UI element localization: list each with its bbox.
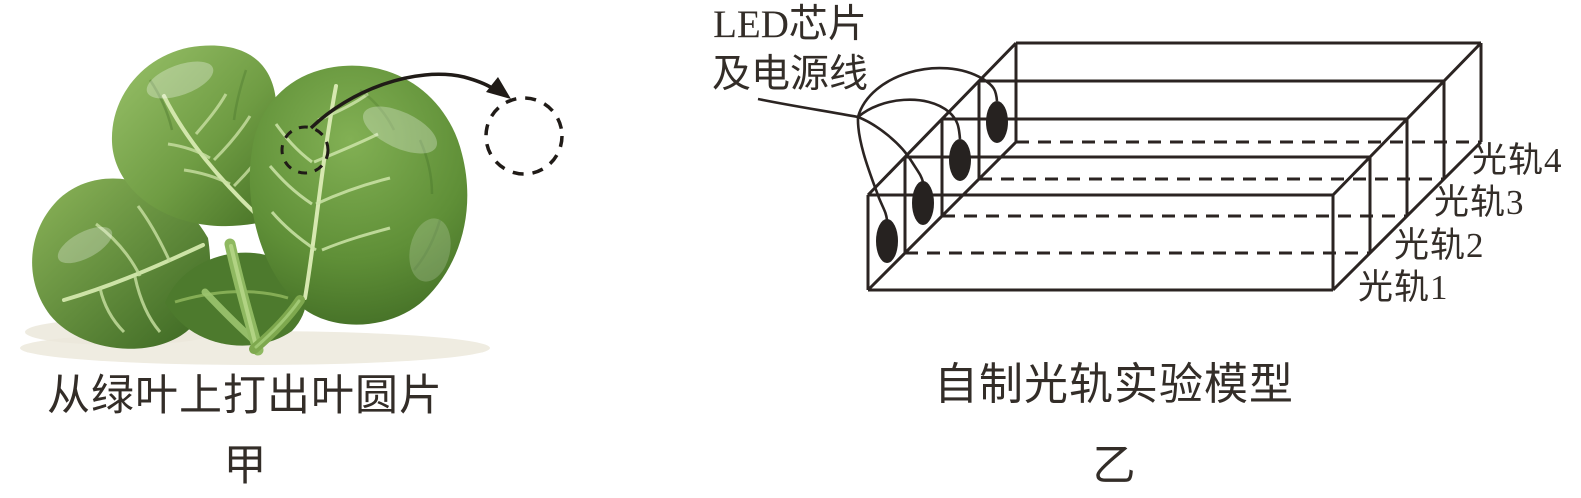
led-chip-label-line2: 及电源线 xyxy=(711,53,868,96)
light-track-model xyxy=(757,41,1483,292)
track-label-2: 光轨2 xyxy=(1394,226,1485,265)
led-chip-label-line1: LED芯片 xyxy=(713,3,867,46)
power-wire xyxy=(856,66,999,118)
left-figure-label: 甲 xyxy=(223,443,267,490)
track-dashed-lines xyxy=(905,140,1481,255)
led-chip xyxy=(876,219,898,263)
arrowhead-icon xyxy=(486,77,511,99)
label-leader-line xyxy=(757,97,859,119)
left-figure-caption: 从绿叶上打出叶圆片 xyxy=(47,373,443,420)
leaf-stems xyxy=(201,238,305,356)
power-wire xyxy=(857,98,962,140)
led-chip xyxy=(912,181,934,225)
transfer-arrow xyxy=(309,72,511,130)
leaf-lower-left xyxy=(32,178,211,349)
track-label-3: 光轨3 xyxy=(1434,183,1525,222)
box-front-face xyxy=(866,195,1335,292)
leaf-upper-left xyxy=(111,45,280,227)
led-chip xyxy=(949,139,971,181)
led-chips xyxy=(876,101,1008,263)
right-figure-caption: 自制光轨实验模型 xyxy=(934,360,1294,409)
spinach-photo xyxy=(20,45,564,365)
led-chip xyxy=(986,101,1008,143)
leaf-right xyxy=(249,65,468,325)
box-wall-top-edges xyxy=(868,41,1481,197)
power-wire xyxy=(856,116,889,221)
power-wire xyxy=(857,115,925,183)
punch-site-dashed-circle xyxy=(280,125,330,175)
box-left-end xyxy=(866,41,1018,292)
leaf-center xyxy=(165,252,307,346)
leaf-disc-dashed-circle xyxy=(484,96,564,176)
led-chip-label: LED芯片 及电源线 xyxy=(678,0,902,100)
track-label-1: 光轨1 xyxy=(1358,268,1449,307)
power-wires xyxy=(757,66,999,221)
track-label-4: 光轨4 xyxy=(1472,141,1563,180)
right-figure-label: 乙 xyxy=(1092,443,1136,490)
